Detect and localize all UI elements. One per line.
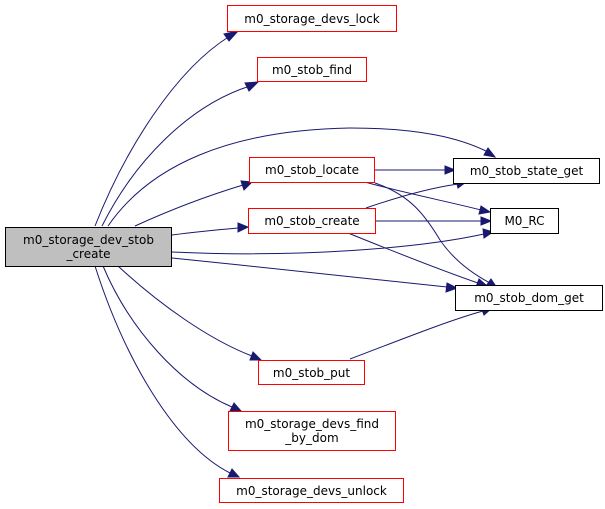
node-label: m0_storage_devs_find _by_dom [244, 417, 380, 445]
edge-root-to-stob-state-get [107, 127, 489, 227]
edge-stob-put-to-stob-dom-get [349, 310, 484, 360]
edge-stob-locate-to-stob-dom-get [374, 182, 491, 284]
node-m0-stob-create[interactable]: m0_stob_create [248, 208, 376, 234]
edge-root-to-stob-find [101, 85, 251, 227]
node-m0-stob-state-get[interactable]: m0_stob_state_get [453, 158, 600, 184]
node-label: m0_stob_find [271, 62, 353, 77]
node-label: m0_stob_create [264, 214, 360, 228]
edge-root-to-devs-lock [94, 35, 231, 227]
node-label: m0_stob_put [272, 365, 351, 380]
arrowhead [223, 30, 240, 42]
edge-root-to-stob-locate [134, 184, 244, 227]
edge-root-to-stob-create [171, 227, 239, 236]
arrowhead [249, 351, 263, 361]
node-label: m0_storage_devs_lock [244, 11, 380, 26]
edge-root-to-devs-find-by-dom [102, 265, 233, 408]
node-label: m0_stob_dom_get [474, 291, 584, 305]
node-m0-rc[interactable]: M0_RC [490, 208, 559, 234]
node-label: m0_storage_dev_stob _create [23, 233, 154, 261]
node-m0-stob-find[interactable]: m0_stob_find [257, 57, 367, 82]
node-label: m0_stob_state_get [469, 164, 584, 178]
node-m0-stob-locate[interactable]: m0_stob_locate [249, 157, 375, 183]
arrowhead [240, 180, 254, 191]
arrowhead [444, 165, 457, 175]
edge-stob-locate-to-m0-rc [364, 181, 482, 211]
arrowhead [478, 205, 492, 215]
node-m0-storage-devs-unlock[interactable]: m0_storage_devs_unlock [219, 478, 404, 503]
edge-root-to-m0-rc [171, 233, 485, 255]
edge-root-to-stob-put [117, 265, 253, 357]
node-label: M0_RC [504, 214, 545, 228]
node-m0-storage-devs-lock[interactable]: m0_storage_devs_lock [227, 5, 397, 32]
node-label: m0_stob_locate [265, 163, 359, 177]
node-m0-storage-devs-find-by-dom[interactable]: m0_storage_devs_find _by_dom [228, 411, 396, 451]
node-m0-stob-put[interactable]: m0_stob_put [258, 360, 365, 385]
arrowhead [480, 216, 493, 226]
node-label: m0_storage_devs_unlock [236, 483, 387, 498]
edge-stob-create-to-stob-dom-get [347, 232, 479, 284]
arrowhead [483, 147, 497, 158]
root-node-m0-storage-dev-stob-create: m0_storage_dev_stob _create [5, 227, 172, 267]
arrowhead [244, 81, 260, 92]
node-m0-stob-dom-get[interactable]: m0_stob_dom_get [455, 285, 603, 311]
arrowhead [227, 468, 241, 478]
arrowhead [237, 222, 250, 233]
edge-root-to-devs-unlock [94, 265, 231, 474]
edge-root-to-stob-dom-get [171, 257, 448, 288]
arrowhead [445, 282, 459, 293]
edge-stob-create-to-stob-state-get [365, 183, 459, 209]
arrowhead [229, 402, 243, 412]
